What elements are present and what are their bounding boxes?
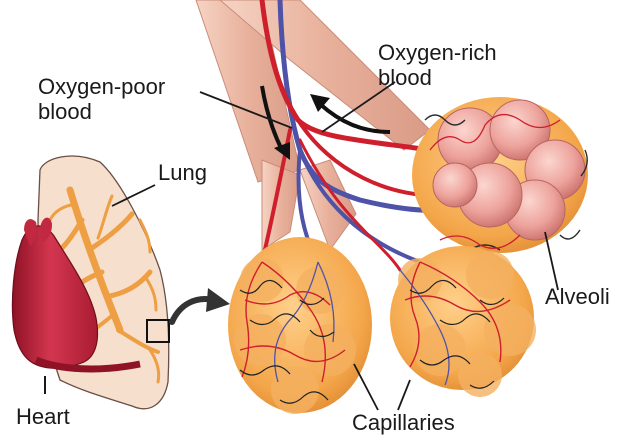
oxygen-poor-line2: blood: [38, 99, 165, 124]
zoom-arrowhead: [206, 288, 230, 312]
bronchial-tree: [196, 0, 430, 250]
alveolar-cluster-upper: [412, 97, 588, 255]
label-lung: Lung: [158, 160, 207, 185]
oxygen-rich-line2: blood: [378, 65, 497, 90]
label-oxygen-poor-blood: Oxygen-poor blood: [38, 74, 165, 124]
label-alveoli: Alveoli: [545, 284, 610, 309]
capillaries-leader-left: [354, 364, 378, 410]
oxygen-rich-line1: Oxygen-rich: [378, 40, 497, 65]
label-heart: Heart: [16, 404, 70, 429]
capillaries-leader-right: [398, 380, 410, 410]
alveolar-cluster-lower-left: [228, 237, 372, 414]
label-capillaries: Capillaries: [352, 410, 455, 435]
oxygen-poor-line1: Oxygen-poor: [38, 74, 165, 99]
alveolar-cluster-lower-right: [390, 246, 536, 397]
alveoli-leader: [545, 232, 558, 290]
label-oxygen-rich-blood: Oxygen-rich blood: [378, 40, 497, 90]
